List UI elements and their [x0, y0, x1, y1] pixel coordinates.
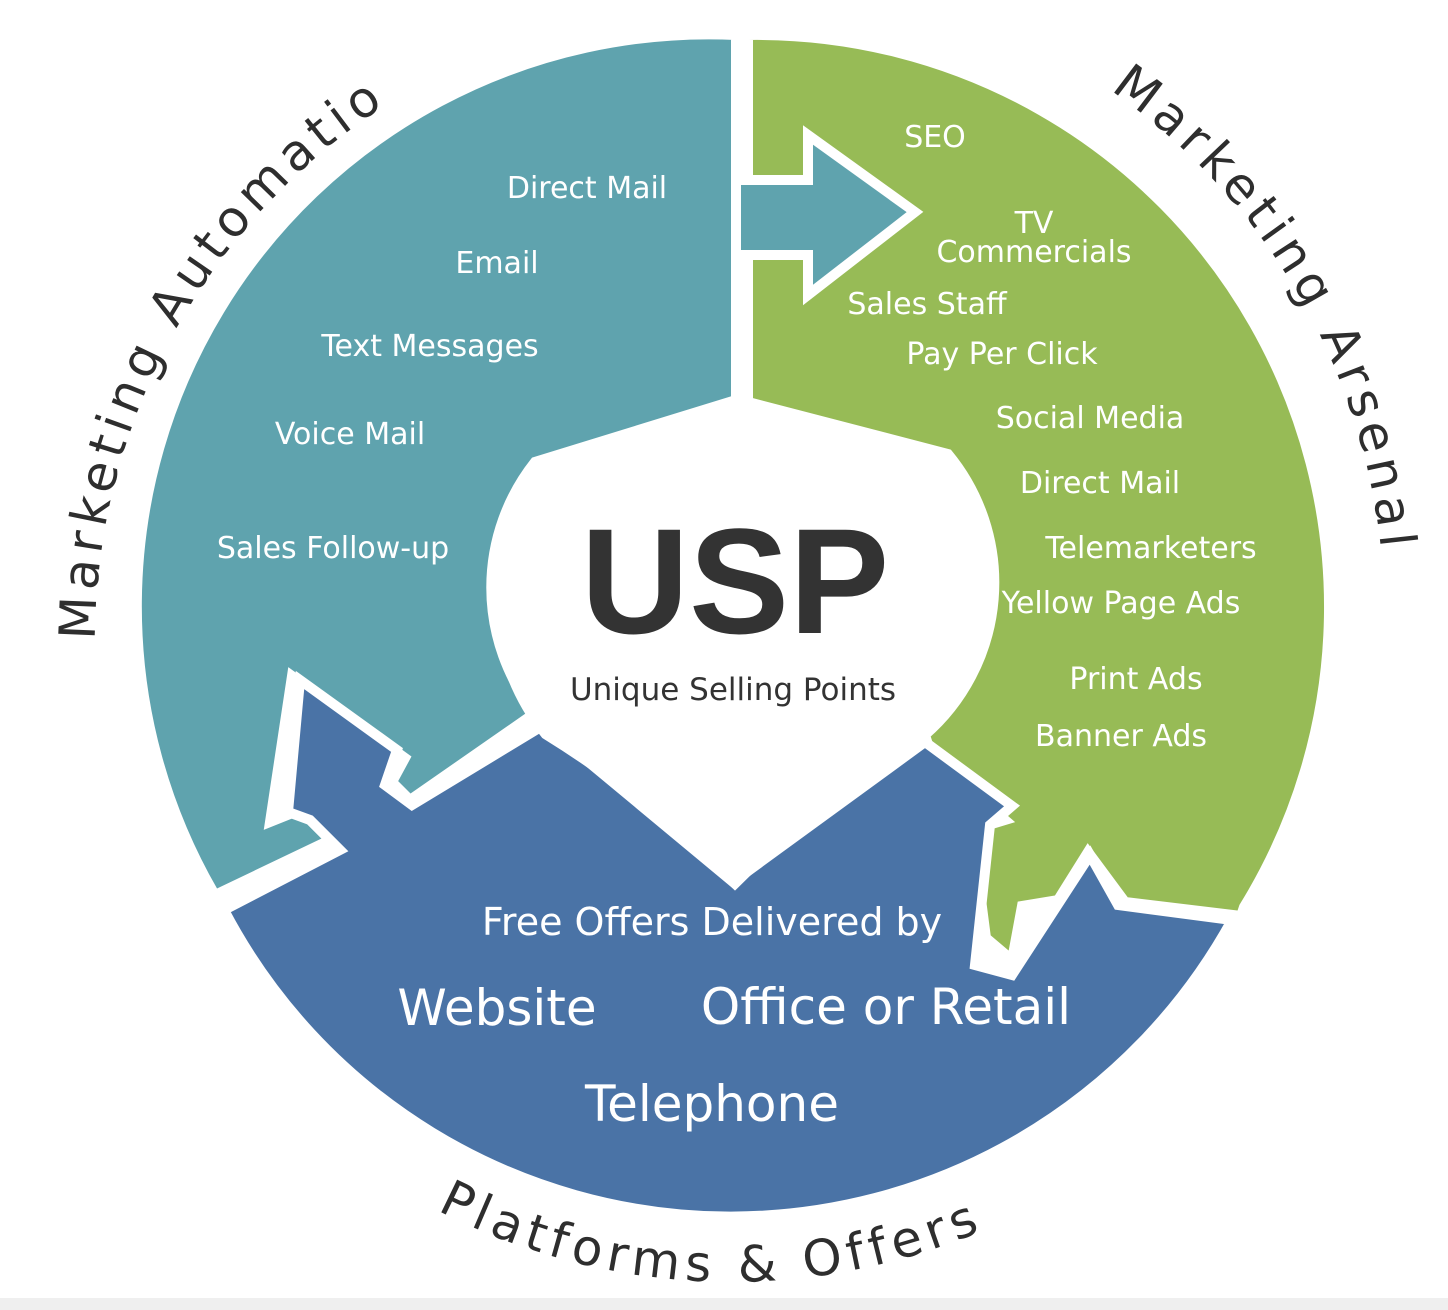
- marketing-arsenal-segment: [743, 29, 1335, 970]
- automation-item-email: Email: [455, 246, 538, 281]
- arsenal-item-commercials: Commercials: [936, 235, 1131, 270]
- center-title: USP: [581, 497, 889, 665]
- arsenal-item-pay-per-click: Pay Per Click: [906, 337, 1098, 372]
- platform-telephone: Telephone: [584, 1075, 839, 1133]
- center-shield: [491, 431, 987, 891]
- platform-office-or-retail: Office or Retail: [701, 978, 1071, 1036]
- platforms-lead-text: Free Offers Delivered by: [482, 900, 942, 944]
- arsenal-item-telemarketers: Telemarketers: [1044, 531, 1256, 566]
- automation-item-direct-mail: Direct Mail: [507, 171, 667, 206]
- platform-website: Website: [397, 979, 596, 1037]
- bottom-strip: [0, 1298, 1448, 1310]
- arsenal-item-tv: TV: [1014, 206, 1054, 241]
- arsenal-item-yellow-page-ads: Yellow Page Ads: [1001, 586, 1241, 621]
- arsenal-item-banner-ads: Banner Ads: [1035, 719, 1207, 754]
- arrow-to-arsenal: [731, 125, 924, 306]
- arsenal-item-seo: SEO: [904, 120, 966, 155]
- automation-item-text-messages: Text Messages: [320, 329, 538, 364]
- arsenal-item-sales-staff: Sales Staff: [847, 287, 1008, 322]
- automation-item-sales-follow-up: Sales Follow-up: [217, 531, 449, 566]
- automation-item-voice-mail: Voice Mail: [275, 417, 425, 452]
- arsenal-item-print-ads: Print Ads: [1069, 662, 1202, 697]
- arsenal-item-direct-mail: Direct Mail: [1020, 466, 1180, 501]
- center-subtitle: Unique Selling Points: [570, 672, 896, 708]
- arsenal-item-social-media: Social Media: [996, 401, 1185, 436]
- platforms-offers-segment: [217, 670, 1240, 1222]
